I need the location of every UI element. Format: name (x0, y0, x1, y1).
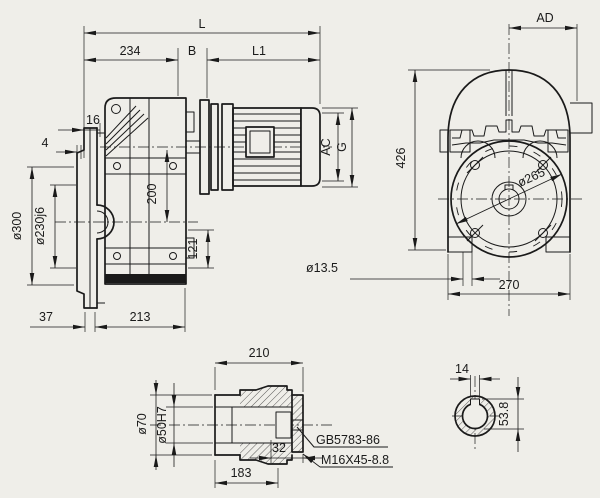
end-cap (291, 394, 304, 453)
dim-label-d230j6: ø230j6 (33, 207, 47, 245)
bore-circle (461, 402, 489, 430)
dim-label-G: G (335, 142, 349, 152)
shaft-outer-circle (454, 395, 496, 437)
terminal-box (245, 126, 275, 158)
gearbox-housing (104, 97, 200, 285)
motor (221, 103, 321, 191)
dim-label-213: 213 (130, 310, 151, 324)
shaft-body (214, 385, 304, 465)
retaining-plate (275, 411, 292, 439)
shaft-dimensions: 210 ø70 ø50H7 32 183 GB5783-86 (135, 346, 393, 488)
dim-label-AD: AD (536, 11, 553, 25)
dim-label-37: 37 (39, 310, 53, 324)
dim-label-234: 234 (120, 44, 141, 58)
side-view: L 234 B L1 16 4 ø300 ø230j6 (10, 17, 358, 332)
dim-label-32: 32 (272, 441, 286, 455)
dim-label-121: 121 (186, 239, 200, 260)
dim-label-426: 426 (394, 148, 408, 169)
dim-label-4: 4 (42, 136, 49, 150)
dim-label-210: 210 (249, 346, 270, 360)
end-view: AD 426 ø265 ø13.5 270 (306, 11, 593, 316)
side-view-dimensions: L 234 B L1 16 4 ø300 ø230j6 (10, 17, 358, 332)
dim-label-d265: ø265 (515, 165, 547, 190)
dim-label-200: 200 (145, 184, 159, 205)
dim-label-53-8: 53.8 (497, 402, 511, 426)
motor-adapter (199, 99, 219, 195)
dim-label-270: 270 (499, 278, 520, 292)
bore-section-view: 14 53.8 (450, 362, 524, 452)
bore-dimensions: 14 53.8 (450, 362, 524, 452)
dim-label-L: L (199, 17, 206, 31)
dim-label-d13-5: ø13.5 (306, 261, 338, 275)
housing-base-strip (105, 274, 186, 283)
fan-cover (300, 107, 321, 187)
dim-label-d50H7: ø50H7 (155, 406, 169, 444)
dim-label-L1: L1 (252, 44, 266, 58)
dim-label-B: B (188, 44, 196, 58)
housing-outline (439, 69, 593, 253)
dim-label-14: 14 (455, 362, 469, 376)
note-label-bolt-standard: GB5783-86 (316, 433, 380, 447)
dim-label-AC: AC (319, 138, 333, 155)
casting-rib-line (452, 119, 566, 139)
dim-label-16: 16 (86, 113, 100, 127)
terminal-box-side (570, 102, 593, 134)
end-view-dimensions: AD 426 ø265 ø13.5 270 (306, 11, 578, 300)
note-label-bolt-spec: M16X45-8.8 (321, 453, 389, 467)
dim-label-d300: ø300 (10, 212, 24, 241)
dim-label-183: 183 (231, 466, 252, 480)
shaft-section-view: 210 ø70 ø50H7 32 183 GB5783-86 (135, 346, 393, 488)
flange-bolt-holes (466, 156, 552, 242)
keyway-slot (470, 398, 480, 405)
centerlines (55, 146, 332, 223)
dim-label-d70: ø70 (135, 413, 149, 435)
